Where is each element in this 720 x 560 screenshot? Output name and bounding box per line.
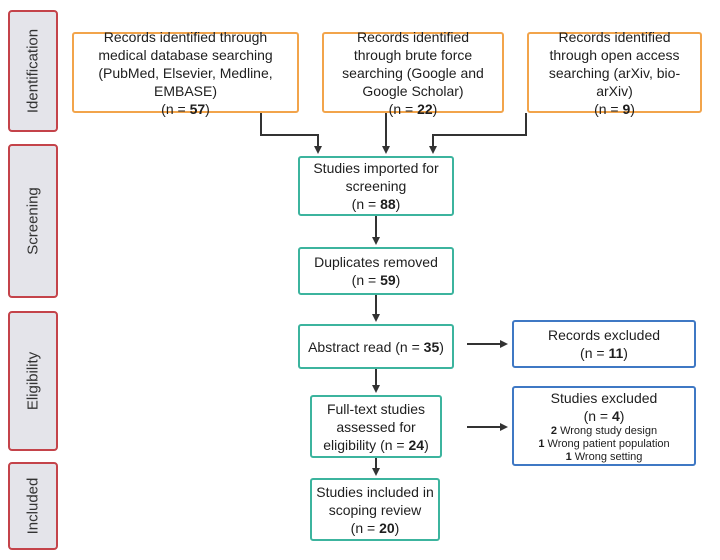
exclusion-reason: 1 Wrong patient population <box>538 437 670 450</box>
box-count: (n = 57) <box>161 100 210 117</box>
box-text: Records identified through open access s… <box>548 28 681 99</box>
box-studies-excluded: Studies excluded (n = 4) 2 Wrong study d… <box>512 386 696 466</box>
stage-screening: Screening <box>8 144 58 298</box>
box-count: (n = 22) <box>388 100 438 117</box>
box-count: (n = 59) <box>351 272 401 288</box>
box-text: Duplicates removed <box>314 254 438 270</box>
box-text: Records excluded <box>547 327 661 343</box>
stage-identification: Identification <box>8 10 58 132</box>
arrow-open-to-imported <box>429 113 527 154</box>
box-count: (n = 20) <box>350 519 400 536</box>
box-count: (n = 11) <box>580 345 628 361</box>
box-text: Studies excluded <box>550 389 658 406</box>
box-text: Records identified through brute force s… <box>342 28 484 99</box>
box-open-access: Records identified through open access s… <box>527 29 702 117</box>
box-studies-imported: Studies imported for screening (n = 88) <box>298 156 454 216</box>
box-brute-force: Records identified through brute force s… <box>322 29 504 117</box>
box-medical-database: Records identified through medical datab… <box>72 29 299 117</box>
box-text: Records identified through medical datab… <box>98 28 273 99</box>
box-fulltext-assessed: Full-text studies assessed for eligibili… <box>310 395 442 458</box>
stage-eligibility: Eligibility <box>8 311 58 451</box>
box-count: (n = 4) <box>583 407 625 424</box>
box-count: (n = 88) <box>351 196 401 212</box>
box-text: Studies imported for screening <box>313 160 439 194</box>
stage-included: Included <box>8 462 58 550</box>
box-studies-included: Studies included in scoping review (n = … <box>310 478 440 541</box>
box-abstract-read: Abstract read (n = 35) <box>298 324 454 369</box>
box-text: Studies included in scoping review <box>316 483 434 518</box>
box-count: (n = 9) <box>594 100 635 117</box>
box-text: Full-text studies assessed for eligibili… <box>323 400 429 453</box>
exclusion-reason: 1 Wrong setting <box>565 450 643 463</box>
box-records-excluded: Records excluded (n = 11) <box>512 320 696 368</box>
box-count: Abstract read (n = 35) <box>308 338 444 355</box>
arrow-medical-to-imported <box>260 113 322 154</box>
exclusion-reason: 2 Wrong study design <box>550 424 658 437</box>
box-count: (n = 24) <box>376 436 429 453</box>
box-duplicates-removed: Duplicates removed (n = 59) <box>298 247 454 295</box>
